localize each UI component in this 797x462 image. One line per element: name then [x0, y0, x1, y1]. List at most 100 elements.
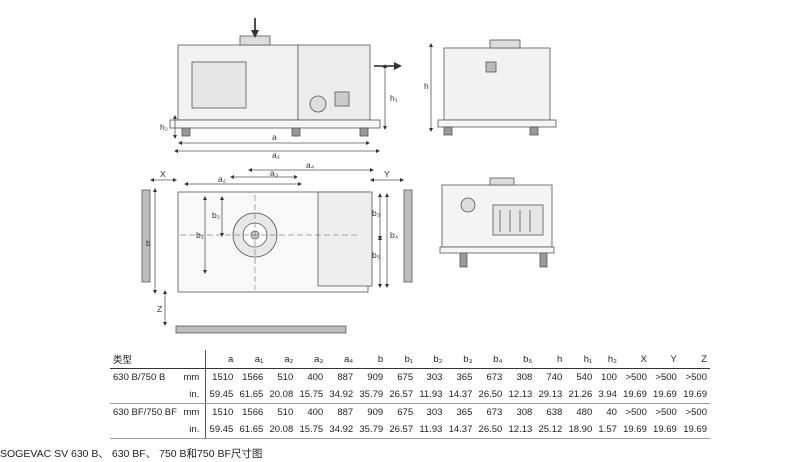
cell-value: 909	[367, 372, 384, 383]
cell-value: >500	[625, 407, 647, 418]
cell-value: 20.08	[266, 421, 297, 439]
cell-value: 887	[337, 407, 354, 418]
label-b1: b₁	[196, 230, 204, 240]
header-h1: h₁	[565, 350, 596, 369]
label-h1: h₁	[390, 93, 398, 103]
cell-value: >500	[655, 407, 677, 418]
cell-value: 480	[576, 407, 593, 418]
pump-body-end	[443, 47, 551, 121]
header-y: Y	[649, 350, 680, 369]
cell-value: 303	[426, 372, 443, 383]
cell-value: 400	[307, 372, 324, 383]
cell-value: 1.57	[595, 421, 620, 439]
cell-value: 1566	[242, 372, 264, 383]
cell-value: 1510	[212, 407, 234, 418]
cell-value: 673	[486, 407, 503, 418]
cell-value: 638	[546, 407, 563, 418]
label-b: b	[146, 238, 151, 248]
cell-value: 308	[516, 372, 533, 383]
label-a3: a₃	[270, 168, 278, 178]
cell-value: 12.13	[505, 421, 536, 439]
cell-value: 19.69	[679, 421, 710, 439]
label-a1: a₁	[272, 150, 280, 160]
cell-unit: mm	[180, 403, 207, 421]
cell-value: >500	[685, 407, 707, 418]
header-unit	[180, 350, 207, 369]
cell-value: 540	[576, 372, 593, 383]
label-a: a	[272, 132, 277, 142]
top-view	[141, 168, 413, 334]
cell-value: 29.13	[535, 386, 566, 404]
dimension-table: 类型 a a₁ a₂ a₃ a₄ b b₁ b₂ b₃ b₄ b₅ h h₁ h…	[110, 350, 710, 439]
cell-value: 365	[456, 407, 473, 418]
header-a4: a₄	[326, 350, 357, 369]
cell-value: 59.45	[205, 386, 237, 404]
cell-value: 510	[277, 407, 294, 418]
cell-value: 19.69	[649, 386, 680, 404]
cell-value: 400	[307, 407, 324, 418]
header-a3: a₃	[296, 350, 327, 369]
cell-value: 12.13	[505, 386, 536, 404]
cell-value: 34.92	[326, 421, 357, 439]
header-b1: b₁	[386, 350, 417, 369]
header-a: a	[205, 350, 237, 369]
cell-value: 308	[516, 407, 533, 418]
cell-value: 740	[546, 372, 563, 383]
cell-value: 675	[397, 407, 414, 418]
cell-value: 365	[456, 372, 473, 383]
cell-value: 26.50	[475, 421, 506, 439]
label-h2: h₂	[160, 122, 168, 132]
cell-value: 14.37	[445, 386, 476, 404]
cell-value: 61.65	[236, 386, 267, 404]
cell-value: 26.50	[475, 386, 506, 404]
dimension-drawing: h₁ h₂ a a₁ h X Y Z a₂ a₃ a₄ b b₁ b₂ b₃ b…	[141, 18, 557, 334]
cell-value: 35.79	[356, 386, 387, 404]
wall-left	[141, 189, 151, 283]
label-b4: b₄	[390, 230, 399, 240]
cell-value: 21.26	[565, 386, 596, 404]
cell-model	[110, 421, 181, 439]
header-h: h	[535, 350, 566, 369]
cell-value: 909	[367, 407, 384, 418]
cell-value: 100	[601, 372, 617, 383]
cell-value: 18.90	[565, 421, 596, 439]
header-z: Z	[679, 350, 710, 369]
cell-value: 14.37	[445, 421, 476, 439]
header-type: 类型	[110, 350, 181, 369]
cell-value: 15.75	[296, 421, 327, 439]
cell-value: 19.69	[649, 421, 680, 439]
cell-value: 510	[277, 372, 294, 383]
cell-value: 11.93	[416, 421, 446, 439]
base-frame-side	[169, 119, 381, 129]
header-x: X	[619, 350, 650, 369]
label-b3: b₃	[372, 208, 380, 218]
label-b5: b₅	[372, 250, 380, 260]
cell-value: 1566	[242, 407, 264, 418]
pump-window	[191, 61, 247, 109]
cell-value: 19.69	[619, 421, 650, 439]
cell-value: 1510	[212, 372, 234, 383]
label-b2: b₂	[212, 210, 220, 220]
header-b5: b₅	[505, 350, 536, 369]
figure-caption: SOGEVAC SV 630 B、 630 BF、 750 B和750 BF尺寸…	[0, 448, 263, 460]
cell-value: 61.65	[236, 421, 267, 439]
cell-unit: in.	[180, 421, 207, 439]
header-b3: b₃	[445, 350, 476, 369]
cell-value: 25.12	[535, 421, 566, 439]
header-b: b	[356, 350, 387, 369]
cell-value: 20.08	[266, 386, 297, 404]
header-b2: b₂	[416, 350, 446, 369]
wall-right	[403, 189, 413, 283]
wall-bottom	[175, 325, 347, 334]
header-a1: a₁	[236, 350, 267, 369]
label-x: X	[160, 169, 166, 179]
label-a2: a₂	[218, 174, 226, 184]
cell-value: 26.57	[386, 386, 417, 404]
cell-value: 19.69	[619, 386, 650, 404]
table-header-row: 类型 a a₁ a₂ a₃ a₄ b b₁ b₂ b₃ b₄ b₅ h h₁ h…	[110, 350, 710, 369]
cell-value: >500	[655, 372, 677, 383]
cell-value: 673	[486, 372, 503, 383]
